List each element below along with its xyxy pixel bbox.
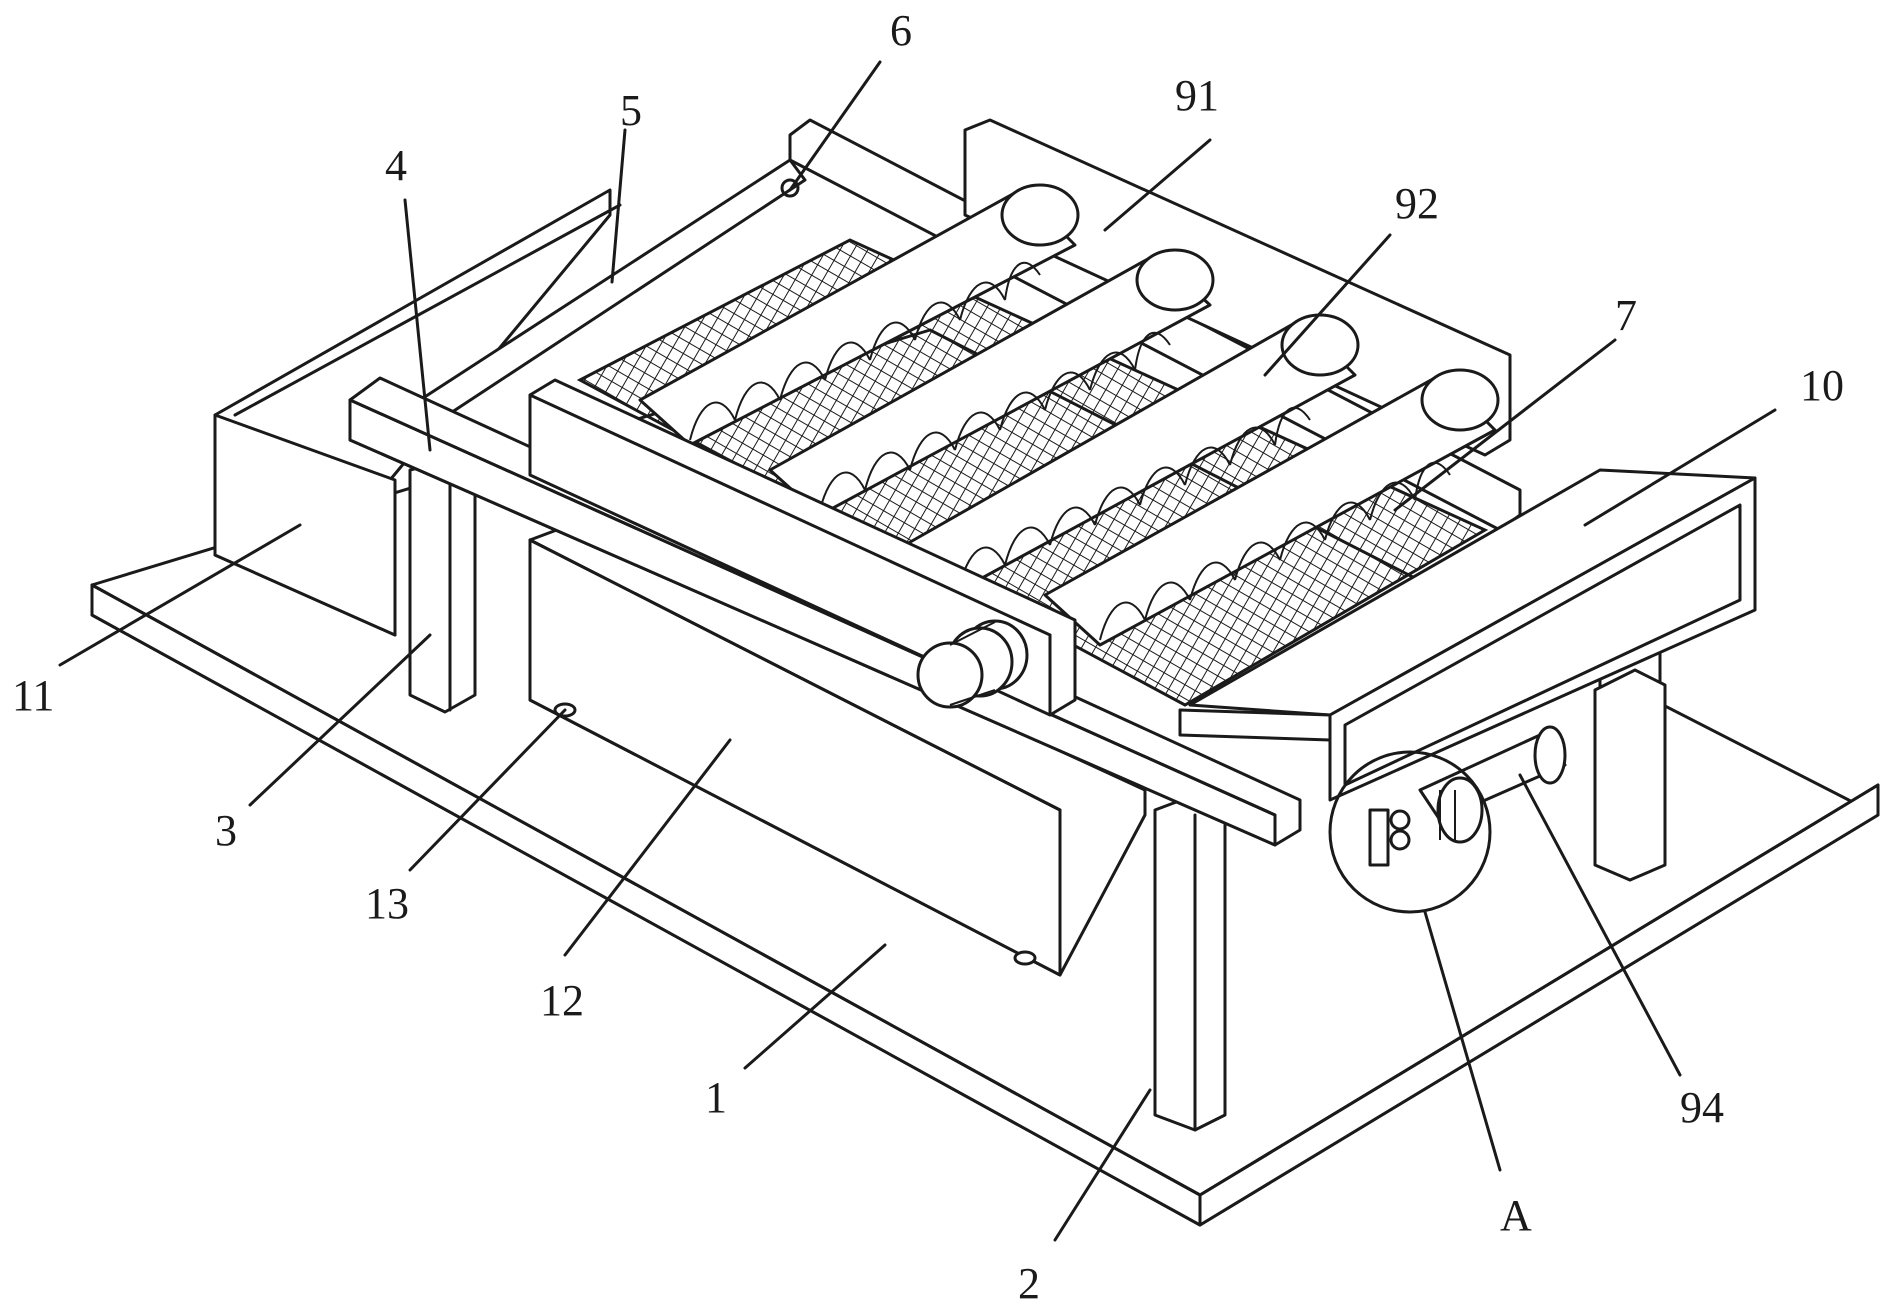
label-94: 94 [1680,1083,1724,1132]
label-4: 4 [385,141,407,190]
label-7: 7 [1615,291,1637,340]
label-3: 3 [215,806,237,855]
label-5: 5 [620,86,642,135]
label-13: 13 [365,879,409,928]
label-6: 6 [890,6,912,55]
label-91: 91 [1175,71,1219,120]
rear-right-leg [1595,670,1665,880]
label-11: 11 [12,671,54,720]
label-10: 10 [1800,361,1844,410]
label-2: 2 [1018,1259,1040,1307]
label-1: 1 [705,1073,727,1122]
label-92: 92 [1395,179,1439,228]
label-12: 12 [540,976,584,1025]
label-A: A [1500,1191,1532,1240]
